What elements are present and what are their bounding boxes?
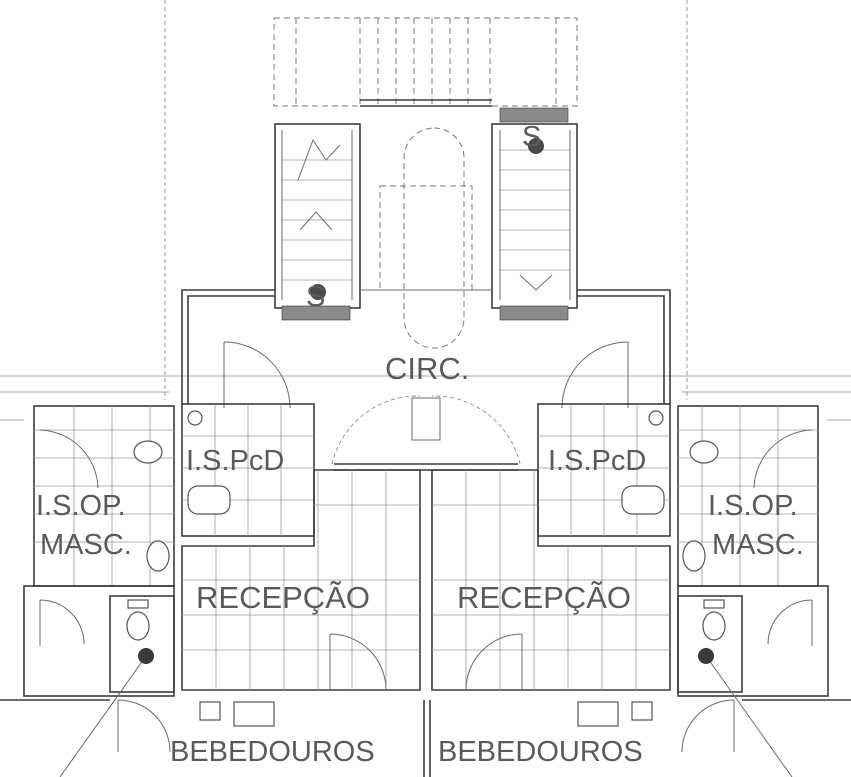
marker-dot-lower-right	[698, 648, 714, 664]
left-lower-service	[0, 585, 175, 777]
section-markers	[138, 138, 714, 664]
label-recepcao-right: RECEPÇÃO	[457, 580, 631, 615]
right-staircase	[491, 107, 578, 321]
label-isop-right-line2: MASC.	[712, 529, 804, 561]
corridor-walls	[181, 99, 671, 404]
label-circ: CIRC.	[385, 351, 469, 386]
marker-dot-left	[310, 284, 326, 300]
label-recepcao-left: RECEPÇÃO	[196, 580, 370, 615]
left-recepcao-room	[181, 469, 421, 691]
grid-lines	[0, 0, 851, 421]
label-isop-right-line1: I.S.OP.	[708, 490, 798, 522]
bebedouros-fixtures	[199, 700, 653, 777]
marker-dot-lower-left	[138, 648, 154, 664]
right-recepcao-room	[431, 469, 671, 691]
room-labels: S S CIRC. I.S.PcD I.S.PcD I.S.OP. MASC. …	[36, 121, 804, 768]
upper-dashed-outline	[273, 17, 578, 349]
label-ispcd-left: I.S.PcD	[186, 445, 284, 477]
label-ispcd-right: I.S.PcD	[548, 445, 646, 477]
stair-mark-right: S	[522, 121, 541, 153]
stair-mark-left: S	[306, 281, 325, 313]
label-isop-left-line1: I.S.OP.	[36, 490, 126, 522]
left-staircase	[274, 123, 361, 321]
right-lower-service	[677, 585, 851, 777]
label-bebedouros-right: BEBEDOUROS	[438, 736, 643, 768]
marker-dot-right	[528, 138, 544, 154]
label-bebedouros-left: BEBEDOUROS	[170, 736, 375, 768]
label-isop-left-line2: MASC.	[40, 529, 132, 561]
